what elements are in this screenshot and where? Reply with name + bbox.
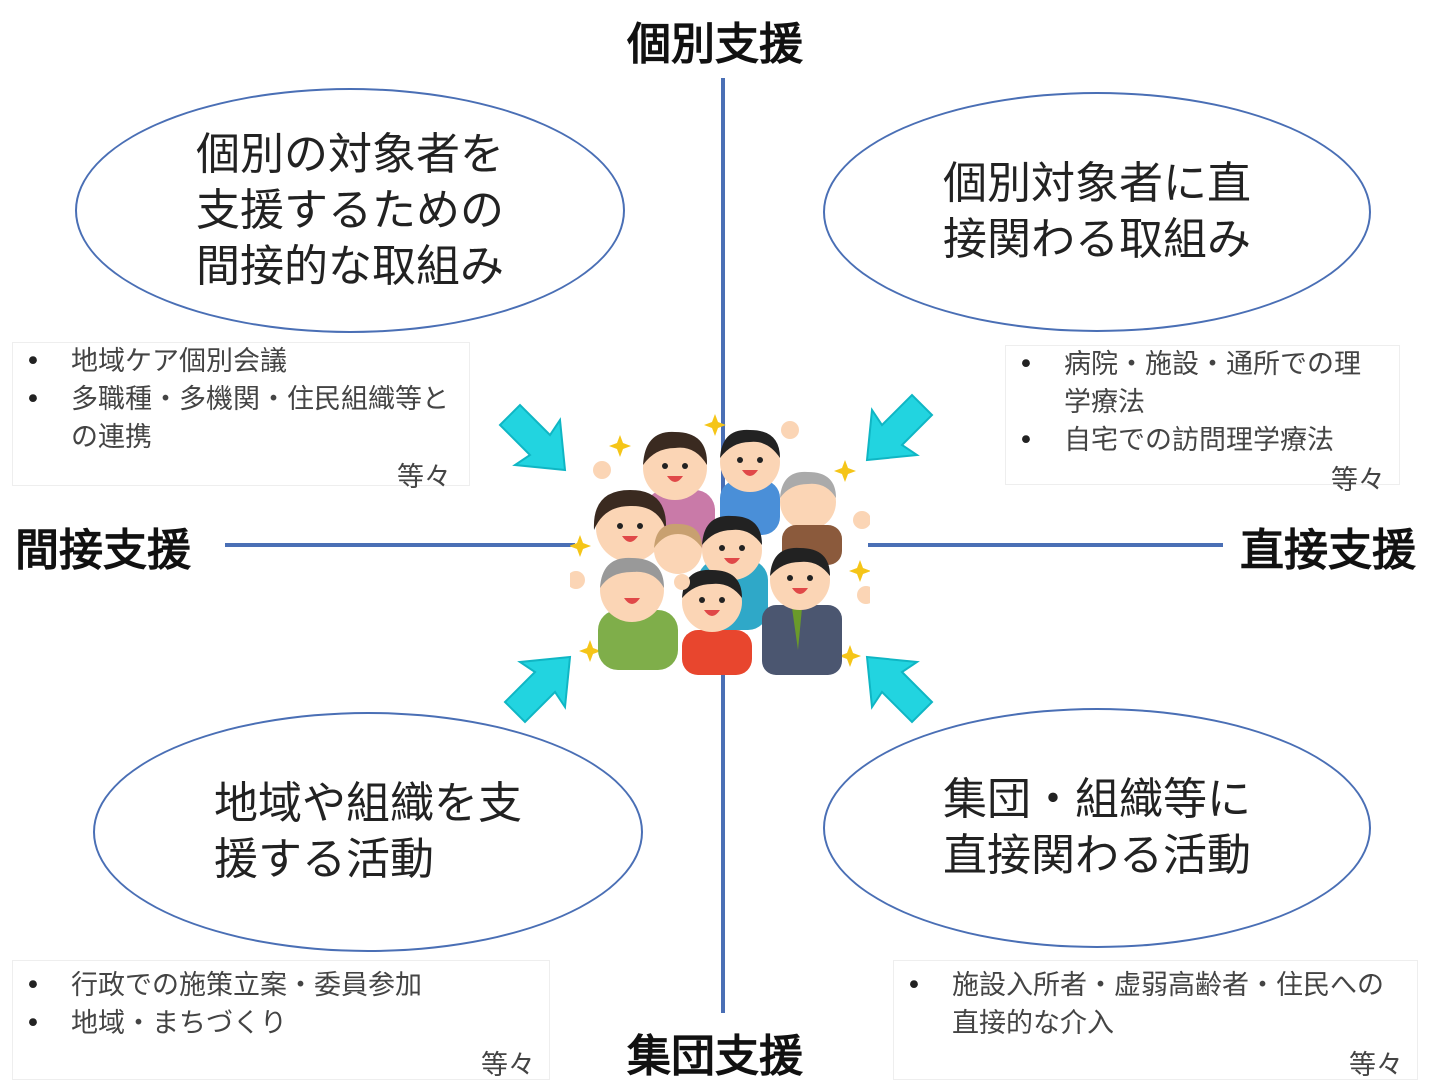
list-item: 自宅での訪問理学療法	[1006, 422, 1386, 460]
list-item: 病院・施設・通所での理学療法	[1006, 346, 1386, 422]
etc-label: 等々	[481, 1050, 535, 1081]
ellipse-top-right: 個別対象者に直 接関わる取組み	[823, 92, 1371, 332]
title-line: 間接的な取組み	[196, 240, 504, 292]
title-line: 個別対象者に直	[943, 158, 1251, 209]
examples-box-top-right: 病院・施設・通所での理学療法 自宅での訪問理学療法 等々	[1005, 345, 1400, 496]
title-line: 接関わる取組み	[943, 214, 1251, 265]
list-item: 地域ケア個別会議	[13, 343, 453, 381]
ellipse-bottom-right: 集団・組織等に 直接関わる活動	[823, 708, 1371, 948]
arrow-bottom-left-icon	[503, 655, 572, 724]
etc-label: 等々	[1349, 1050, 1403, 1081]
title-line: 個別の対象者を	[196, 128, 504, 180]
horizontal-axis-line-right	[868, 543, 1223, 547]
examples-box-top-left: 地域ケア個別会議 多職種・多機関・住民組織等との連携 等々	[12, 342, 470, 493]
arrow-top-left-icon	[498, 403, 567, 472]
list-item: 地域・まちづくり	[13, 1005, 549, 1043]
examples-list: 施設入所者・虚弱高齢者・住民への直接的な介入	[894, 961, 1404, 1043]
list-item: 行政での施策立案・委員参加	[13, 967, 549, 1005]
ellipse-bottom-left-title: 地域や組織を支 援する活動	[214, 776, 522, 888]
title-line: 援する活動	[214, 834, 434, 885]
horizontal-axis-line-left	[225, 543, 575, 547]
ellipse-bottom-left: 地域や組織を支 援する活動	[93, 712, 643, 952]
group-of-people-illustration	[570, 414, 870, 675]
examples-list: 地域ケア個別会議 多職種・多機関・住民組織等との連携	[13, 343, 453, 457]
ellipse-top-left-title: 個別の対象者を 支援するための 間接的な取組み	[196, 127, 504, 295]
ellipse-bottom-right-title: 集団・組織等に 直接関わる活動	[943, 772, 1251, 884]
examples-box-bottom-left: 行政での施策立案・委員参加 地域・まちづくり 等々	[12, 960, 550, 1081]
arrow-bottom-right-icon	[865, 655, 934, 724]
title-line: 地域や組織を支	[214, 778, 522, 829]
axis-label-right: 直接支援	[1240, 525, 1416, 576]
axis-label-bottom: 集団支援	[627, 1031, 803, 1082]
list-item: 多職種・多機関・住民組織等との連携	[13, 381, 453, 457]
ellipse-top-right-title: 個別対象者に直 接関わる取組み	[943, 156, 1251, 268]
examples-list: 行政での施策立案・委員参加 地域・まちづくり	[13, 961, 549, 1043]
etc-label: 等々	[397, 462, 451, 493]
list-item: 施設入所者・虚弱高齢者・住民への直接的な介入	[894, 967, 1404, 1043]
axis-label-top: 個別支援	[627, 19, 803, 70]
examples-box-bottom-right: 施設入所者・虚弱高齢者・住民への直接的な介入 等々	[893, 960, 1418, 1081]
etc-label: 等々	[1331, 465, 1385, 496]
title-line: 直接関わる活動	[943, 830, 1251, 881]
title-line: 支援するための	[196, 184, 504, 236]
examples-list: 病院・施設・通所での理学療法 自宅での訪問理学療法	[1006, 346, 1386, 460]
axis-label-left: 間接支援	[15, 525, 191, 576]
title-line: 集団・組織等に	[943, 774, 1251, 825]
ellipse-top-left: 個別の対象者を 支援するための 間接的な取組み	[75, 88, 625, 333]
arrow-top-right-icon	[865, 393, 934, 462]
